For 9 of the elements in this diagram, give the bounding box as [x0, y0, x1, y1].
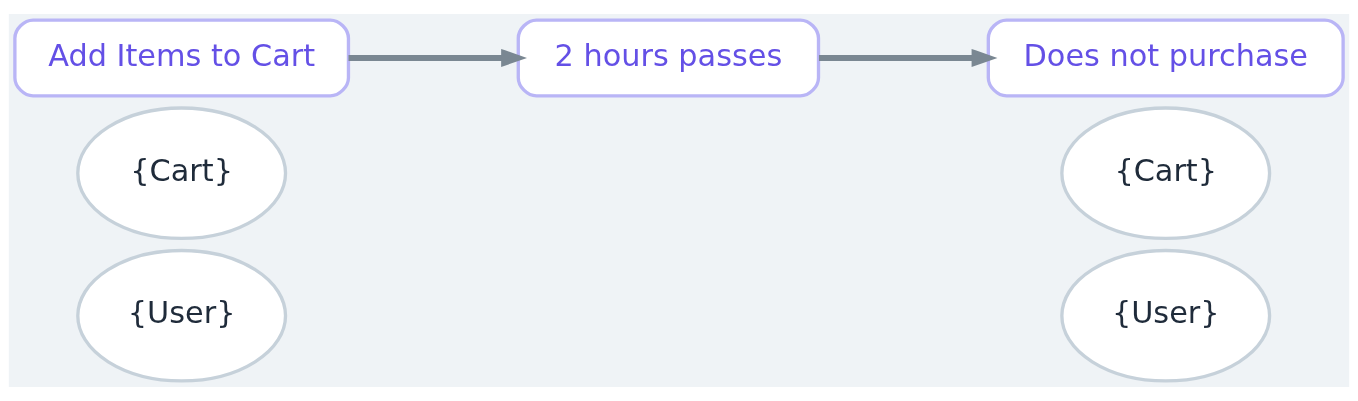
node-box: 2 hours passes — [516, 18, 821, 98]
node-ellipse: {User} — [1060, 248, 1272, 383]
arrow — [818, 48, 998, 68]
node-box: Add Items to Cart — [13, 18, 351, 98]
node-ellipse: {User} — [76, 248, 288, 383]
node-ellipse: {Cart} — [1060, 106, 1272, 241]
arrow — [348, 48, 527, 68]
node-box: Does not purchase — [986, 18, 1345, 98]
node-ellipse: {Cart} — [76, 106, 288, 241]
